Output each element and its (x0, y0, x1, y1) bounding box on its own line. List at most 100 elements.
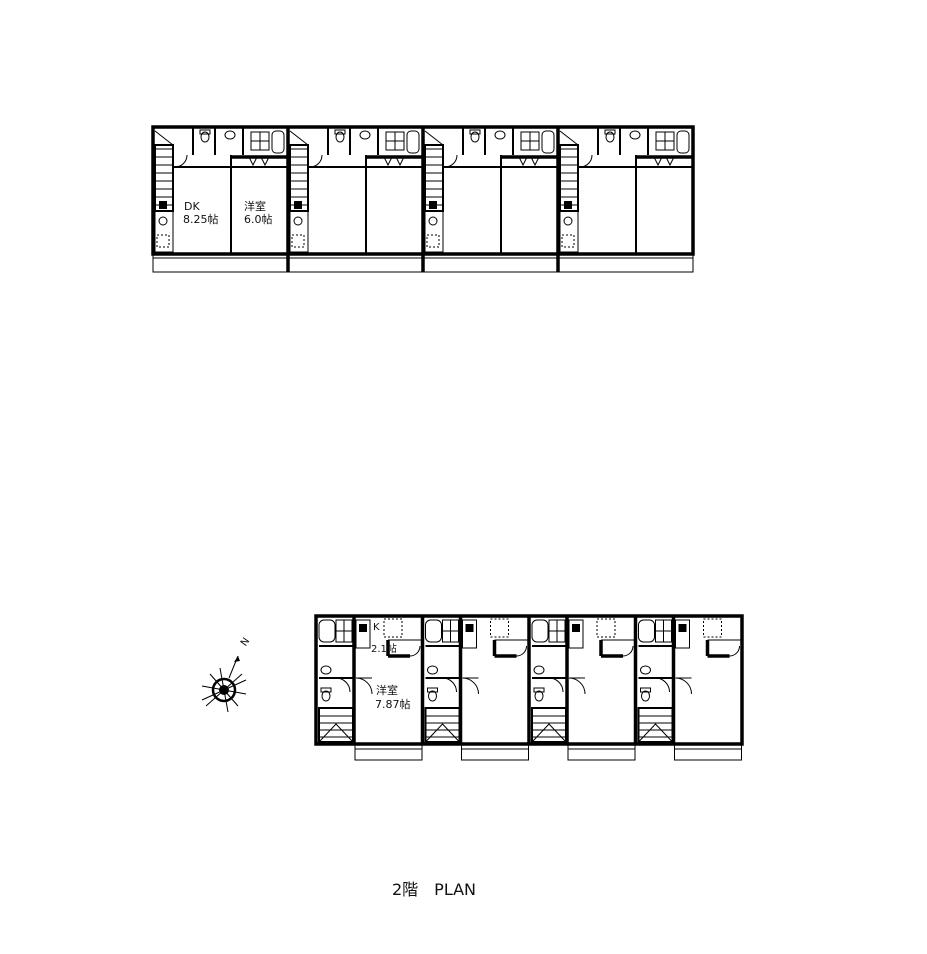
bathtub-icon (271, 130, 285, 154)
fridge-icon (703, 618, 722, 638)
kitchen-counter (424, 196, 444, 253)
fridge-icon (291, 234, 305, 248)
toilet-icon (335, 131, 345, 143)
door-swing (548, 677, 564, 693)
door-swing (579, 154, 593, 168)
fridge-icon (426, 234, 440, 248)
stair (424, 707, 461, 743)
lower-bedroom-size: 7.87帖 (375, 698, 411, 711)
stove-icon (158, 216, 168, 226)
north-arrow-icon (201, 655, 247, 713)
sink-icon (159, 201, 167, 209)
lower-unit (527, 616, 636, 761)
balcony (354, 743, 423, 761)
sink-icon (465, 624, 474, 632)
lower-building-block (314, 614, 744, 761)
door-swing (355, 677, 373, 695)
north-label: N (239, 636, 252, 648)
door-swing (518, 156, 528, 167)
lower-unit (420, 616, 529, 761)
stair-line (154, 130, 174, 146)
door-swing (383, 156, 393, 167)
toilet-tank (320, 687, 332, 693)
bathtub-icon (531, 619, 549, 643)
door-swing (655, 677, 670, 693)
door-swing (665, 156, 675, 167)
upper-unit (286, 127, 423, 272)
upper-bedroom-size: 6.0帖 (244, 213, 273, 226)
bathtub-icon (541, 130, 555, 154)
sink-icon (359, 624, 367, 632)
balcony (461, 743, 529, 761)
door-swing (248, 156, 258, 167)
stair-line (289, 130, 309, 146)
toilet-tank (533, 687, 545, 693)
toilet-tank (199, 129, 211, 135)
basin-icon (359, 130, 371, 140)
bathtub-icon (406, 130, 420, 154)
stair (637, 707, 674, 743)
door-swing (516, 645, 527, 657)
stair-winder (531, 723, 567, 743)
basin-icon (494, 130, 506, 140)
stair-line (424, 130, 444, 146)
floor-plan-title: 2階 PLAN (392, 880, 476, 899)
fridge-icon (490, 618, 509, 638)
sink-icon (678, 624, 687, 632)
fridge-icon (156, 234, 170, 248)
door-swing (622, 645, 634, 657)
stair (318, 707, 354, 743)
stair-winder (425, 723, 460, 743)
sink-icon (429, 201, 437, 209)
upper-dk-size: 8.25帖 (183, 213, 219, 226)
door-swing (409, 645, 421, 657)
door-swing (444, 154, 458, 168)
fridge-icon (383, 618, 403, 638)
kitchen-counter (462, 619, 477, 649)
toilet-icon (534, 690, 544, 702)
door-swing (395, 156, 405, 167)
door-swing (653, 156, 663, 167)
door-swing (260, 156, 270, 167)
stair-winder (318, 723, 354, 743)
bathtub-icon (318, 619, 336, 643)
upper-unit (556, 127, 693, 272)
lower-unit (318, 616, 423, 761)
toilet-icon (321, 690, 331, 702)
stove-icon (428, 216, 438, 226)
stair (531, 707, 567, 743)
sink-icon (564, 201, 572, 209)
basin-icon (640, 665, 651, 675)
basin-icon (533, 665, 545, 675)
sink-icon (572, 624, 580, 632)
kitchen-counter (559, 196, 579, 253)
door-swing (462, 677, 479, 695)
bathtub-icon (425, 619, 442, 643)
toilet-tank (427, 687, 438, 693)
door-swing (335, 677, 351, 693)
bathtub-icon (676, 130, 690, 154)
kitchen-counter (568, 619, 584, 649)
fridge-icon (596, 618, 616, 638)
basin-icon (224, 130, 236, 140)
upper-bedroom-name: 洋室 (244, 199, 266, 213)
door-swing (530, 156, 540, 167)
door-swing (309, 154, 323, 168)
toilet-tank (334, 129, 346, 135)
fridge-icon (561, 234, 575, 248)
kitchen-counter (289, 196, 309, 253)
upper-dk-name: DK (184, 200, 200, 213)
door-swing (174, 154, 188, 168)
kitchen-counter (355, 619, 371, 649)
toilet-icon (428, 690, 437, 702)
upper-unit (421, 127, 558, 272)
door-swing (442, 677, 457, 693)
upper-building-block (151, 125, 695, 273)
kitchen-counter (675, 619, 690, 649)
toilet-icon (470, 131, 480, 143)
basin-icon (320, 665, 332, 675)
toilet-tank (604, 129, 616, 135)
stair-winder (638, 723, 673, 743)
door-swing (729, 645, 740, 657)
stair-line (559, 130, 579, 146)
